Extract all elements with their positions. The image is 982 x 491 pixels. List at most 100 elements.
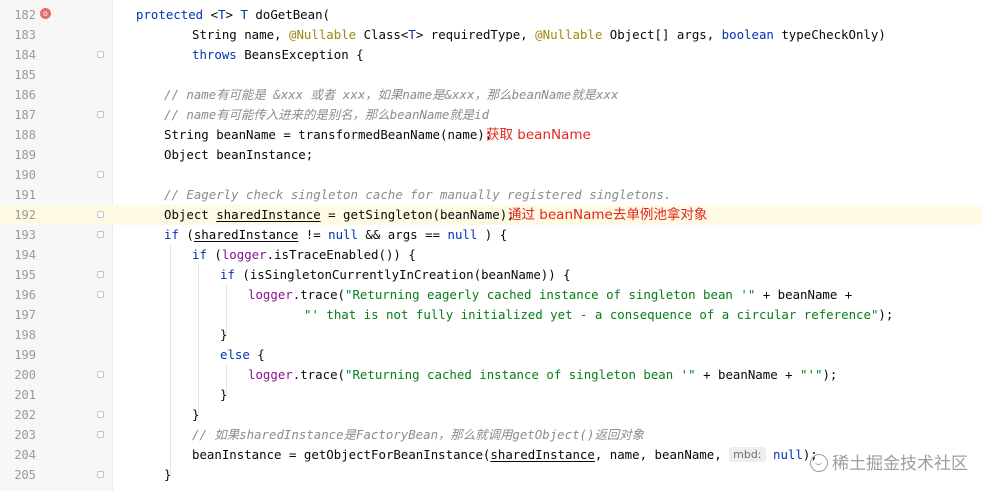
code-text: }	[220, 385, 227, 405]
code-line[interactable]: 195 if (isSingletonCurrentlyInCreation(be…	[0, 265, 982, 285]
indent-guide	[170, 245, 171, 475]
code-text: logger.trace("Returning eagerly cached i…	[248, 285, 852, 305]
line-number: 186	[14, 88, 36, 102]
parameter-hint: mbd:	[729, 447, 766, 462]
override-marker-icon[interactable]	[40, 8, 51, 19]
code-token: (isSingletonCurrentlyInCreation(beanName…	[234, 267, 571, 282]
code-token: ) {	[477, 227, 508, 242]
code-token: > requiredType,	[415, 27, 536, 42]
watermark-text: 稀土掘金技术社区	[832, 454, 968, 474]
code-token: // 如果sharedInstance是FactoryBean，那么就调用get…	[192, 427, 645, 442]
line-number: 189	[14, 148, 36, 162]
line-number: 198	[14, 328, 36, 342]
line-number: 200	[14, 368, 36, 382]
code-token: boolean	[721, 27, 774, 42]
code-token: // name有可能传入进来的是别名，那么beanName就是id	[164, 107, 490, 122]
fold-toggle-icon[interactable]	[97, 111, 104, 118]
code-line[interactable]: 190	[0, 165, 982, 185]
code-line[interactable]: 201}	[0, 385, 982, 405]
code-line[interactable]: 205}	[0, 465, 982, 485]
line-number-gutter[interactable]	[0, 0, 113, 491]
fold-toggle-icon[interactable]	[97, 371, 104, 378]
code-token: null	[328, 227, 358, 242]
code-token: String name,	[192, 27, 289, 42]
code-line[interactable]: 182protected <T> T doGetBean(	[0, 5, 982, 25]
code-token: null	[772, 447, 803, 462]
line-number: 193	[14, 228, 36, 242]
annotation-get-bean-name: 获取 beanName	[486, 127, 591, 143]
code-line[interactable]: 189 Object beanInstance;	[0, 145, 982, 165]
code-text: // name有可能是 &xxx 或者 xxx，如果name是&xxx，那么be…	[164, 85, 618, 105]
code-token: .trace(	[292, 287, 345, 302]
code-text: Object beanInstance;	[164, 145, 313, 165]
code-line[interactable]: 198}	[0, 325, 982, 345]
code-line[interactable]: 185	[0, 65, 982, 85]
fold-toggle-icon[interactable]	[97, 51, 104, 58]
code-line[interactable]: 188 String beanName = transformedBeanName…	[0, 125, 982, 145]
code-token: .trace(	[292, 367, 345, 382]
code-text: if (sharedInstance != null && args == nu…	[164, 225, 507, 245]
code-line[interactable]: 193 if (sharedInstance != null && args ==…	[0, 225, 982, 245]
line-number: 197	[14, 308, 36, 322]
fold-toggle-icon[interactable]	[97, 411, 104, 418]
code-line[interactable]: 191// Eagerly check singleton cache for …	[0, 185, 982, 205]
line-number: 195	[14, 268, 36, 282]
code-text: throws BeansException {	[192, 45, 364, 65]
code-token: );	[822, 367, 838, 382]
code-line[interactable]: 203// 如果sharedInstance是FactoryBean，那么就调用…	[0, 425, 982, 445]
code-token: Class<	[356, 27, 409, 42]
indent-guide	[198, 265, 199, 415]
code-line[interactable]: 197 "' that is not fully initialized yet …	[0, 305, 982, 325]
code-token: typeCheckOnly)	[773, 27, 886, 42]
code-token: T	[408, 27, 416, 42]
fold-toggle-icon[interactable]	[97, 431, 104, 438]
code-token: && args ==	[357, 227, 448, 242]
code-token: // name有可能是 &xxx 或者 xxx，如果name是&xxx，那么be…	[164, 87, 619, 102]
code-line[interactable]: 196 logger.trace("Returning eagerly cache…	[0, 285, 982, 305]
code-token: sharedInstance	[193, 227, 299, 242]
line-number: 196	[14, 288, 36, 302]
line-number: 188	[14, 128, 36, 142]
code-text: if (isSingletonCurrentlyInCreation(beanN…	[220, 265, 571, 285]
fold-toggle-icon[interactable]	[97, 471, 104, 478]
fold-toggle-icon[interactable]	[97, 171, 104, 178]
code-token: "Returning eagerly cached instance of si…	[344, 287, 756, 302]
line-number: 194	[14, 248, 36, 262]
fold-toggle-icon[interactable]	[97, 211, 104, 218]
code-token: beanInstance = getObjectForBeanInstance(	[192, 447, 491, 462]
code-text: "' that is not fully initialized yet - a…	[304, 305, 893, 325]
code-text: }	[164, 465, 171, 485]
line-number: 202	[14, 408, 36, 422]
code-line[interactable]: 187// name有可能传入进来的是别名，那么beanName就是id	[0, 105, 982, 125]
code-token: Object	[164, 207, 217, 222]
line-number: 183	[14, 28, 36, 42]
code-token: logger	[248, 367, 293, 382]
fold-toggle-icon[interactable]	[97, 271, 104, 278]
code-text: }	[220, 325, 227, 345]
code-token: else	[220, 347, 250, 362]
code-token: "' that is not fully initialized yet - a…	[304, 307, 879, 322]
code-token: T	[218, 7, 226, 22]
code-line[interactable]: 186 // name有可能是 &xxx 或者 xxx，如果name是&xxx，那…	[0, 85, 982, 105]
code-token: (	[178, 227, 194, 242]
code-line[interactable]: 202}	[0, 405, 982, 425]
fold-toggle-icon[interactable]	[97, 291, 104, 298]
code-token: + beanName +	[695, 367, 801, 382]
code-text: // Eagerly check singleton cache for man…	[164, 185, 671, 205]
code-token: Object beanInstance;	[164, 147, 314, 162]
code-token: }	[220, 327, 228, 342]
code-token: !=	[298, 227, 329, 242]
code-token: null	[447, 227, 478, 242]
code-token: (	[206, 247, 222, 262]
code-text: String beanName = transformedBeanName(na…	[164, 125, 492, 145]
indent-guide	[226, 365, 227, 395]
fold-toggle-icon[interactable]	[97, 231, 104, 238]
